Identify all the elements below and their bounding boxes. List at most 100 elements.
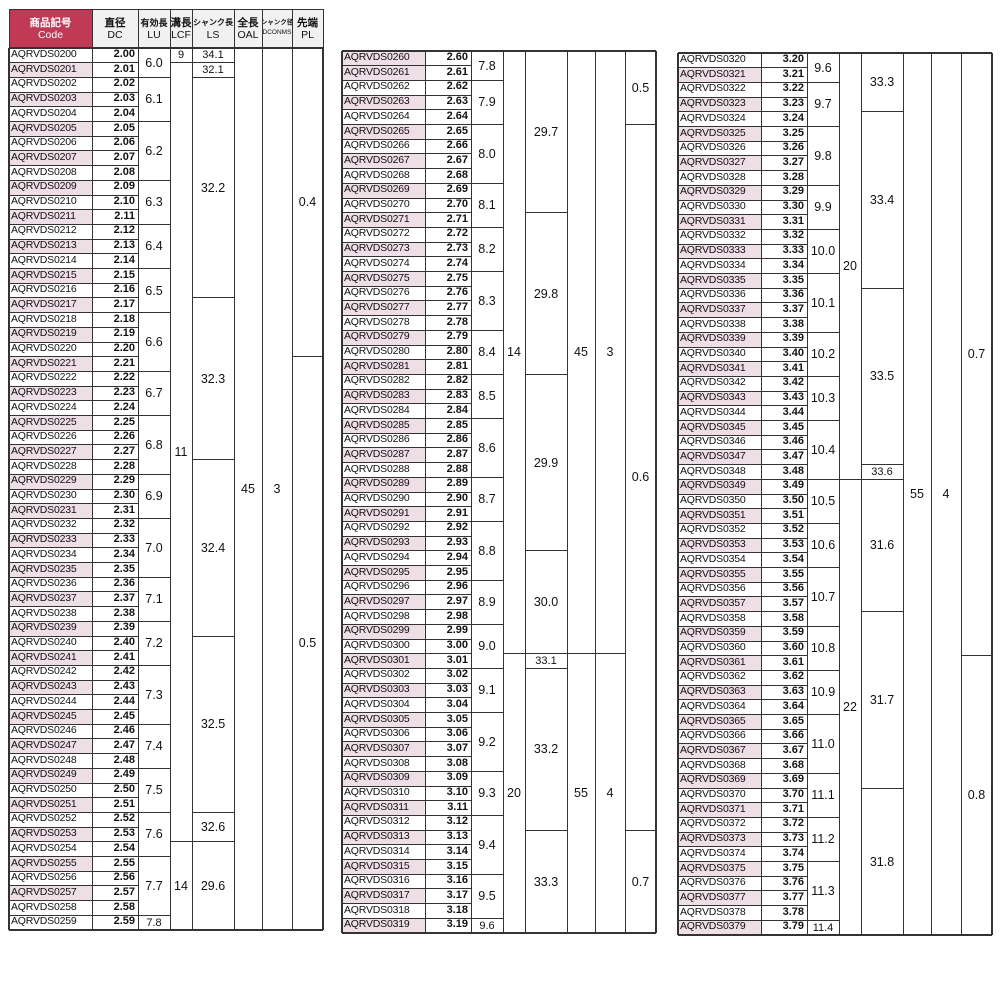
diameter-value: 2.82 [446, 374, 468, 387]
product-code: AQRVDS0271 [342, 212, 425, 228]
table-rule [9, 900, 138, 902]
lu-value: 9.5 [478, 889, 496, 904]
product-code: AQRVDS0246 [11, 724, 77, 737]
diameter-value: 2.99 [446, 624, 468, 637]
table-rule [807, 126, 839, 127]
diameter-value: 2.33 [113, 533, 135, 546]
table-rule [192, 76, 234, 78]
table-rule [342, 285, 471, 287]
diameter-value: 2.74 [446, 256, 468, 269]
diameter-value: 2.01 [113, 62, 135, 75]
diameter-value: 3.29 [782, 185, 804, 198]
diameter-value: 2.66 [446, 139, 468, 152]
table-rule [678, 361, 807, 363]
table-rule [678, 890, 807, 892]
product-code: AQRVDS0280 [344, 345, 410, 357]
table-rule [342, 932, 656, 934]
diameter-value: 3.25 [782, 126, 804, 139]
diameter-value: 3.55 [782, 567, 804, 580]
product-code: AQRVDS0265 [342, 124, 425, 140]
diameter-value: 2.54 [113, 841, 135, 854]
product-code: AQRVDS0353 [678, 538, 761, 553]
product-code: AQRVDS0361 [678, 655, 761, 671]
product-code: AQRVDS0333 [678, 244, 761, 259]
table-rule [678, 567, 807, 568]
product-code: AQRVDS0249 [9, 768, 92, 783]
product-code: AQRVDS0243 [9, 680, 92, 695]
table-rule [806, 53, 808, 935]
table-rule [678, 772, 807, 774]
product-code: AQRVDS0278 [344, 315, 410, 328]
diameter-value: 3.78 [782, 905, 804, 918]
table-rule [9, 312, 138, 314]
diameter-value: 3.59 [782, 626, 804, 639]
diameter-value: 3.72 [782, 817, 804, 830]
table-rule [342, 594, 471, 596]
table-rule [678, 375, 807, 377]
diameter-value: 2.49 [113, 768, 135, 781]
table-rule [9, 356, 138, 358]
diameter-value: 3.06 [446, 727, 468, 740]
lu-value: 6.9 [145, 489, 163, 504]
table-rule [678, 581, 807, 583]
diameter-value: 2.41 [113, 650, 135, 663]
table-rule [9, 223, 138, 225]
lu-value: 7.0 [145, 540, 163, 555]
product-code: AQRVDS0332 [680, 229, 746, 242]
product-code: AQRVDS0231 [9, 503, 92, 519]
product-code: AQRVDS0343 [678, 391, 761, 406]
diameter-value: 2.94 [446, 550, 468, 563]
product-code: AQRVDS0344 [680, 405, 746, 418]
table-rule [9, 664, 138, 666]
table-rule [471, 770, 503, 772]
table-rule [678, 317, 807, 319]
lu-value: 6.0 [145, 55, 163, 70]
table-rule [525, 667, 567, 669]
lu-value: 8.1 [478, 198, 496, 213]
product-code: AQRVDS0345 [678, 420, 761, 436]
table-rule [341, 51, 343, 933]
diameter-value: 2.16 [113, 283, 135, 296]
table-rule [678, 684, 807, 686]
product-code: AQRVDS0364 [680, 699, 746, 712]
table-rule [342, 638, 471, 640]
product-code: AQRVDS0360 [680, 641, 746, 653]
diameter-value: 3.27 [782, 155, 804, 168]
product-code: AQRVDS0209 [9, 180, 92, 195]
lu-value: 9.1 [478, 683, 496, 698]
lcf-value: 22 [843, 700, 857, 715]
product-code: AQRVDS0289 [342, 477, 425, 492]
table-rule [678, 170, 807, 172]
table-rule [471, 226, 503, 228]
table-rule [138, 811, 170, 813]
table-rule [342, 271, 471, 272]
product-code: AQRVDS0312 [344, 815, 410, 828]
product-code: AQRVDS0342 [680, 376, 746, 389]
lu-value: 10.5 [810, 494, 836, 509]
table-rule [9, 635, 138, 637]
pl-value: 0.6 [631, 470, 650, 485]
product-code: AQRVDS0252 [11, 812, 77, 825]
diameter-value: 3.17 [446, 888, 468, 901]
table-rule [807, 273, 839, 274]
product-code: AQRVDS0250 [11, 783, 77, 795]
product-code: AQRVDS0330 [680, 200, 746, 212]
diameter-value: 2.85 [446, 418, 468, 431]
table-rule [233, 9, 235, 48]
diameter-value: 3.20 [782, 53, 804, 65]
product-code: AQRVDS0218 [11, 312, 77, 325]
product-code: AQRVDS0327 [678, 155, 761, 171]
ls-value: 32.1 [202, 64, 224, 77]
table-rule [138, 312, 170, 314]
product-code: AQRVDS0306 [344, 727, 410, 740]
table-rule [138, 473, 170, 475]
product-code: AQRVDS0272 [344, 227, 410, 240]
table-rule [471, 476, 503, 478]
header-pl-en: PL [301, 28, 314, 41]
diameter-value: 2.87 [446, 447, 468, 460]
table-rule [9, 385, 138, 387]
diameter-value: 2.71 [446, 212, 468, 225]
diameter-value: 2.86 [446, 433, 468, 446]
